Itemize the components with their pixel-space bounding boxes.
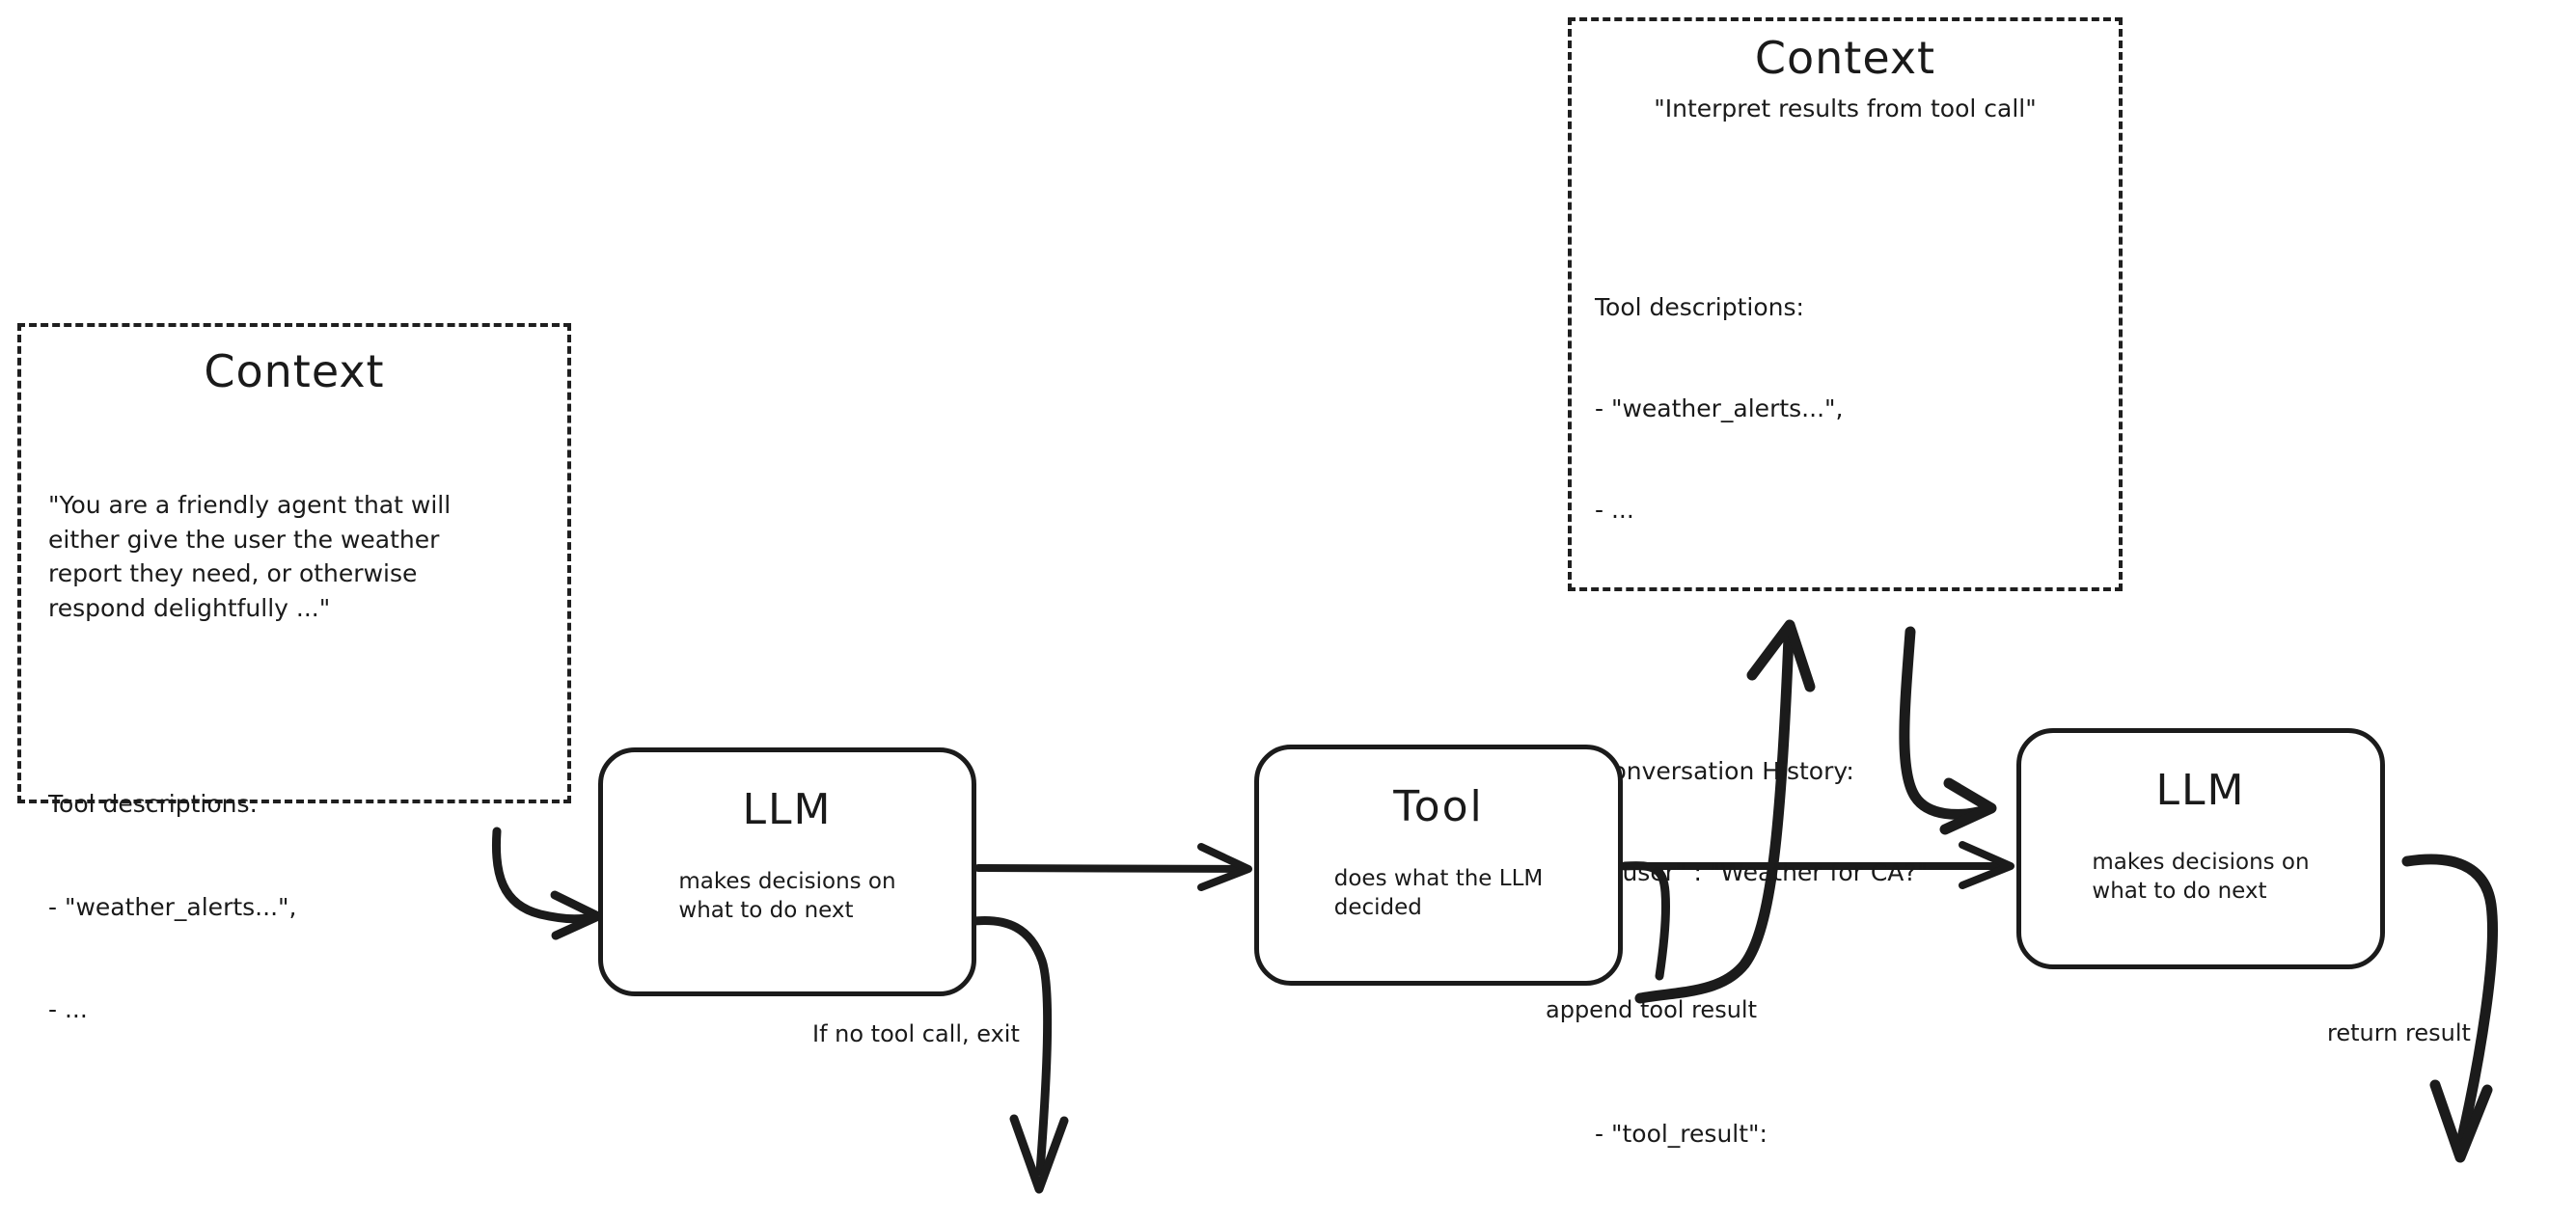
context-left-history-block: Conversation History: - "user" : "Weathe… xyxy=(48,1189,540,1221)
edge-label-if-no-tool-call-exit: If no tool call, exit xyxy=(812,1020,1020,1047)
node-tool-title: Tool xyxy=(1393,782,1484,831)
context-right-tool-item: - "weather_alerts...", xyxy=(1595,394,1844,423)
context-right-history-user: - "user" : "Weather for CA?" xyxy=(1595,858,1929,887)
context-box-after-tool: Context "Interpret results from tool cal… xyxy=(1568,17,2123,1148)
context-right-title: Context xyxy=(1754,32,1936,84)
node-llm-second[interactable]: LLM makes decisions on what to do next xyxy=(2016,728,2385,969)
context-right-tools-block: Tool descriptions: - "weather_alerts..."… xyxy=(1595,223,2096,594)
context-right-tool-item: - ... xyxy=(1595,496,1634,525)
context-left-tools-heading: Tool descriptions: xyxy=(48,790,258,819)
context-right-quote: "Interpret results from tool call" xyxy=(1654,95,2037,123)
node-llm-first-title: LLM xyxy=(742,785,833,834)
edge-label-return-result: return result xyxy=(2327,1019,2471,1046)
context-box-initial: Context "You are a friendly agent that w… xyxy=(17,323,571,1023)
context-left-title: Context xyxy=(204,345,385,397)
arrow-llm1-to-tool xyxy=(974,843,1252,891)
node-tool-subtitle: does what the LLM decided xyxy=(1333,866,1544,921)
context-left-system-prompt: "You are a friendly agent that will eith… xyxy=(48,491,452,622)
context-right-history-block: Conversation History: - "user" : "Weathe… xyxy=(1595,687,2096,957)
context-right-body: Tool descriptions: - "weather_alerts..."… xyxy=(1595,155,2096,1221)
context-right-tool-result-label: - "tool_result": xyxy=(1595,1120,1768,1149)
node-llm-first-subtitle: makes decisions on what to do next xyxy=(678,869,896,924)
node-llm-second-title: LLM xyxy=(2155,766,2246,815)
context-left-tool-item: - ... xyxy=(48,995,88,1024)
edge-label-append-tool-result: append tool result xyxy=(1546,996,1757,1023)
arrow-llm2-return xyxy=(2401,854,2498,1163)
arrow-llm1-exit xyxy=(970,916,1069,1194)
node-llm-second-subtitle: makes decisions on what to do next xyxy=(2092,850,2310,905)
node-tool[interactable]: Tool does what the LLM decided xyxy=(1254,745,1623,986)
context-right-tools-heading: Tool descriptions: xyxy=(1595,293,1804,322)
node-llm-first[interactable]: LLM makes decisions on what to do next xyxy=(598,747,976,996)
context-left-tools-block: Tool descriptions: - "weather_alerts..."… xyxy=(48,719,540,1096)
context-right-tool-result-block: - "tool_result": { "state": "CA", [ { "r… xyxy=(1595,1049,2096,1221)
context-left-body: "You are a friendly agent that will eith… xyxy=(48,420,540,1221)
context-left-tool-item: - "weather_alerts...", xyxy=(48,892,297,921)
